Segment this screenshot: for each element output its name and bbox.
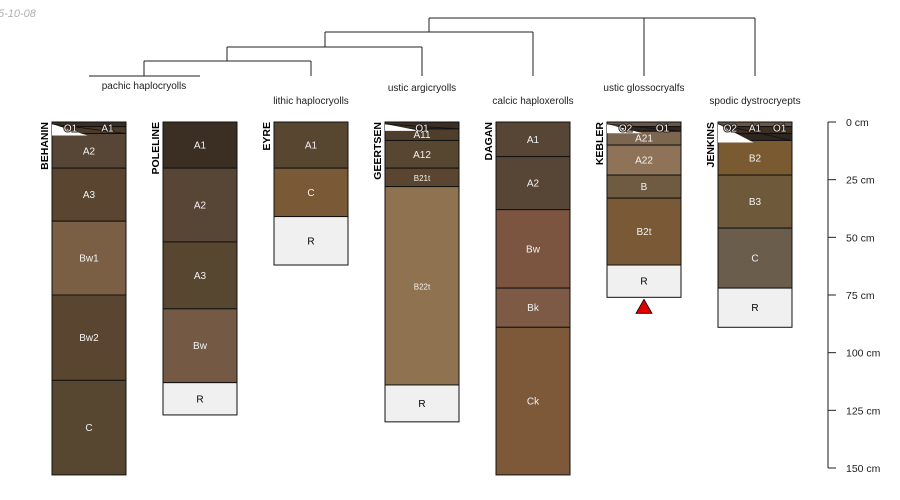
horizon (495, 209, 571, 289)
label-offset-line (51, 123, 127, 134)
label-offset-line (717, 123, 793, 141)
horizon (717, 227, 793, 289)
horizon-label: O2 (619, 124, 633, 135)
horizon-label: Ck (527, 397, 540, 408)
taxon-label: spodic dystrocryepts (709, 96, 800, 107)
horizon-label: R (196, 394, 203, 405)
horizon-label: A1 (101, 124, 114, 135)
horizon (162, 308, 238, 384)
horizon-label: A22 (635, 156, 653, 167)
horizon (273, 216, 349, 266)
taxon-label: calcic haploxerolls (492, 96, 573, 107)
horizon-label: Bw (193, 341, 208, 352)
horizon-label: A1 (305, 141, 318, 152)
label-offset-wedge (607, 124, 643, 134)
horizon (51, 133, 127, 169)
bedrock-marker-triangle (635, 298, 653, 314)
horizon-label: B21t (414, 174, 431, 183)
profile-name: BEHANIN (39, 122, 51, 170)
horizon-label: R (751, 303, 758, 314)
horizon (606, 264, 682, 298)
horizon (606, 197, 682, 266)
taxon-label: lithic haplocryolls (273, 96, 349, 107)
horizon (495, 287, 571, 328)
horizon (162, 241, 238, 310)
depth-axis-label: 25 cm (846, 175, 875, 187)
horizon (51, 294, 127, 381)
horizon (51, 379, 127, 476)
profile-name: KEBLER (594, 122, 606, 166)
label-offset-line (384, 123, 460, 130)
date-stamp: 5-10-08 (0, 8, 36, 20)
horizon (495, 121, 571, 158)
horizon-label: C (307, 188, 314, 199)
horizon-label: R (640, 277, 647, 288)
horizon (51, 220, 127, 296)
horizon-label: B3 (749, 197, 762, 208)
horizon-label: A1 (194, 141, 207, 152)
horizon (162, 167, 238, 243)
horizon-label: R (307, 236, 314, 247)
horizon (495, 326, 571, 476)
horizon (384, 186, 460, 386)
profile-name: GEERTSEN (372, 122, 384, 180)
depth-axis-label: 75 cm (846, 290, 875, 302)
label-offset-wedge (52, 124, 88, 136)
horizon-label: O1 (773, 124, 787, 135)
label-offset-line (606, 123, 682, 132)
horizon-label: B22t (414, 282, 431, 291)
horizon (717, 174, 793, 229)
horizon-label: Bk (527, 303, 540, 314)
horizon-label: A3 (194, 271, 207, 282)
profile-name: POLELINE (150, 122, 162, 175)
horizon (51, 167, 127, 222)
profile-name: JENKINS (705, 122, 717, 168)
depth-axis-label: 0 cm (846, 117, 869, 129)
horizon (384, 384, 460, 423)
depth-axis-label: 50 cm (846, 232, 875, 244)
label-offset-wedge (385, 124, 421, 131)
horizon-label: Bw1 (79, 254, 99, 265)
horizon (162, 121, 238, 169)
horizon-label: A2 (194, 201, 207, 212)
horizon-label: Bw (526, 244, 541, 255)
horizon-label: A2 (527, 179, 540, 190)
taxon-label: pachic haplocryolls (102, 81, 187, 92)
horizon-label: O1 (415, 124, 429, 135)
horizon (495, 156, 571, 211)
horizon-label: A11 (413, 130, 430, 141)
horizon (606, 144, 682, 176)
horizon (384, 139, 460, 169)
horizon (162, 382, 238, 416)
horizon-label: A12 (413, 150, 431, 161)
horizon-label: A1 (527, 135, 540, 146)
horizon-label: C (751, 254, 758, 265)
horizon-label: O2 (724, 124, 738, 135)
depth-axis-label: 125 cm (846, 405, 881, 417)
horizon-label: B2 (749, 153, 762, 164)
horizon-label: B (641, 182, 648, 193)
horizon-label: C (85, 423, 92, 434)
depth-axis-label: 150 cm (846, 463, 881, 475)
label-offset-wedge (718, 124, 754, 143)
horizon-label: A3 (83, 190, 96, 201)
horizon-label: Bw2 (79, 333, 99, 344)
horizon-label: R (418, 399, 425, 410)
taxon-label: ustic glossocryalfs (603, 83, 684, 94)
horizon-label: A2 (83, 146, 96, 157)
horizon-label: A21 (635, 134, 653, 145)
profile-name: DAGAN (483, 122, 495, 161)
horizon-label: O1 (64, 124, 78, 135)
horizon (717, 287, 793, 328)
depth-axis-label: 100 cm (846, 348, 881, 360)
horizon (717, 139, 793, 176)
horizon-label: O1 (656, 124, 670, 135)
horizon-label: A1 (749, 124, 762, 135)
taxon-label: ustic argicryolls (388, 83, 456, 94)
profile-name: EYRE (261, 122, 273, 151)
horizon-label: B2t (636, 227, 651, 238)
